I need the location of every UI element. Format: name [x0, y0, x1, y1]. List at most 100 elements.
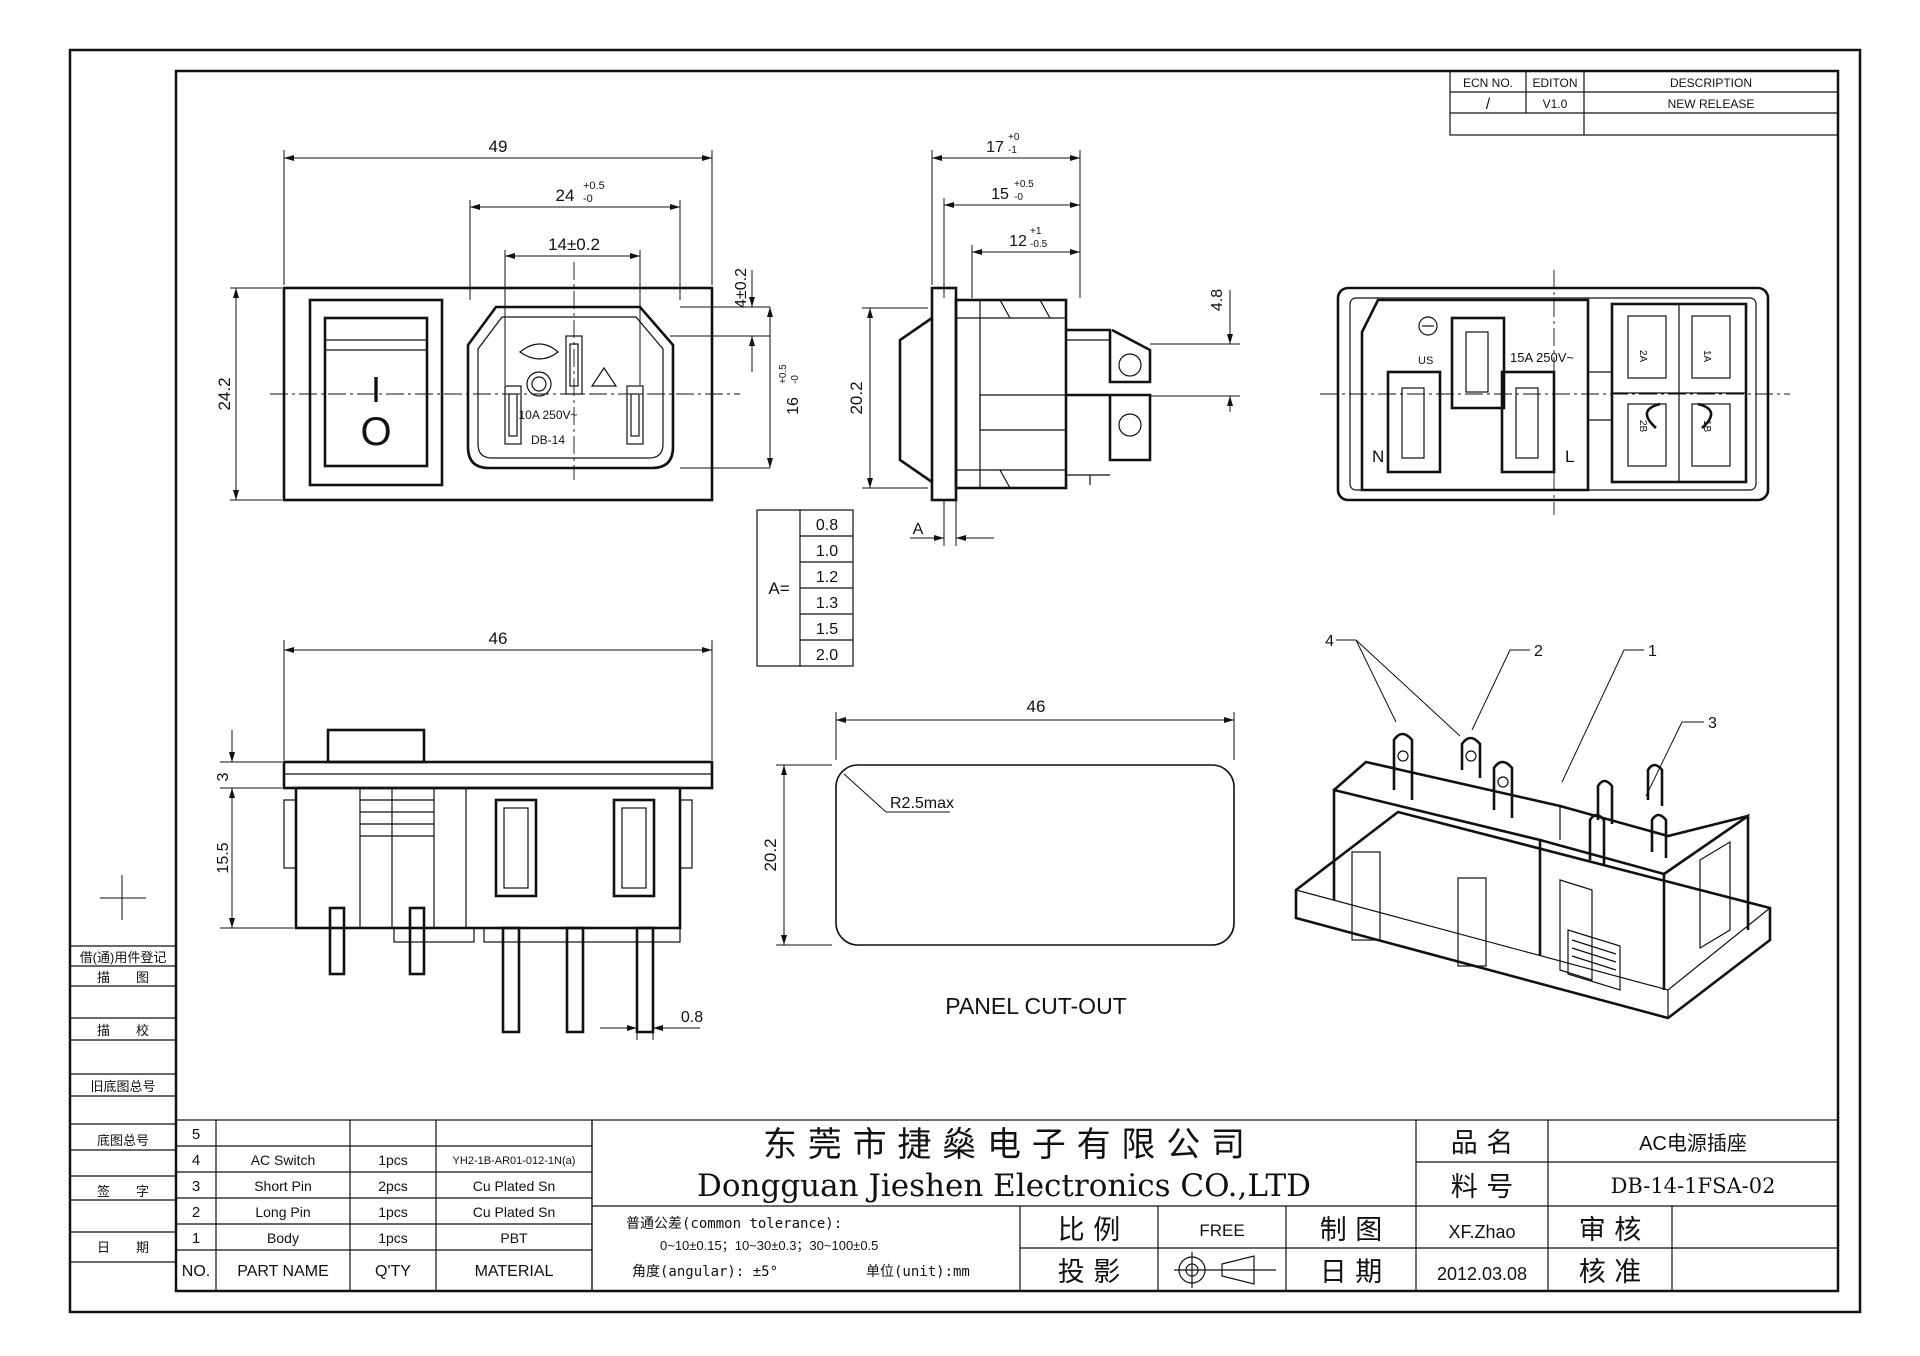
- left-strip: 借(通)用件登记 描 图 描 校 旧底图总号 底图总号 签 字 日 期: [70, 875, 176, 1263]
- front-view: I O 10A 250V~ DB-14: [270, 262, 740, 502]
- bottom-dim-3: 3: [215, 772, 232, 781]
- bom-row-material: Cu Plated Sn: [473, 1178, 556, 1194]
- title-block: 东 莞 市 捷 燊 电 子 有 限 公 司 Dongguan Jieshen E…: [591, 1119, 1839, 1292]
- dim-15-tol-up: +0.5: [1014, 179, 1034, 190]
- rev-ecn-value: /: [1486, 96, 1491, 113]
- rear-terminal-2b: 2B: [1637, 420, 1648, 433]
- front-view-dimensions: 49 24 +0.5 -0 14±0.2 24.2 4±0.2 16 +0.5 …: [215, 137, 802, 501]
- side-view: [898, 286, 1152, 502]
- strip-row: 签 字: [97, 1184, 149, 1199]
- callout-1: 1: [1648, 643, 1657, 660]
- projection-symbol-icon: [1174, 1252, 1276, 1288]
- cutout-radius: R2.5max: [890, 795, 954, 812]
- dim-a: A: [913, 521, 924, 538]
- bottom-dim-0-8: 0.8: [681, 1009, 703, 1026]
- rear-label-n: N: [1372, 447, 1384, 466]
- bom-row-no: 4: [192, 1152, 200, 1169]
- a-table-value: 2.0: [816, 647, 838, 664]
- sgs-mark-icon: [518, 343, 559, 360]
- switch-off-symbol: O: [360, 410, 391, 454]
- bottom-dim-15-5: 15.5: [215, 842, 232, 873]
- inner-border: [174, 69, 1840, 1293]
- dim-12: 12: [1009, 233, 1027, 250]
- rear-terminal-1a: 1A: [1701, 350, 1712, 363]
- side-terminal-lower: [1066, 393, 1152, 462]
- a-table-value: 1.5: [816, 621, 838, 638]
- rev-header-edition: EDITON: [1532, 76, 1577, 90]
- bom-row-name: AC Switch: [251, 1152, 316, 1168]
- rear-socket-outline: [1360, 298, 1590, 492]
- rev-header-description: DESCRIPTION: [1670, 76, 1752, 90]
- cutout-outline: [835, 764, 1235, 946]
- review-label: 审 核: [1579, 1215, 1642, 1246]
- bom-row-material: Cu Plated Sn: [473, 1204, 556, 1220]
- a-table: A= 0.8 1.0 1.2 1.3 1.5 2.0: [756, 509, 854, 667]
- date-value: 2012.03.08: [1437, 1264, 1527, 1284]
- earth-symbol-icon: [1418, 316, 1438, 336]
- dim-4-8: 4.8: [1209, 289, 1226, 311]
- rear-label-l: L: [1565, 447, 1574, 466]
- strip-row: 描 校: [97, 1023, 149, 1038]
- bom-row-no: 3: [192, 1178, 200, 1195]
- bom-row-no: 5: [192, 1126, 200, 1143]
- rear-n-terminal: [1386, 370, 1442, 474]
- bom-row-qty: 2pcs: [378, 1178, 408, 1194]
- cutout-dim-46: 46: [1027, 697, 1046, 716]
- dim-17-tol-down: -1: [1008, 145, 1017, 156]
- tolerance-line2: 0~10±0.15；10~30±0.3；30~100±0.5: [660, 1238, 878, 1254]
- switch-on-symbol: I: [371, 369, 381, 410]
- rear-ul-mark: US: [1418, 355, 1433, 367]
- drawn-label: 制 图: [1320, 1215, 1383, 1246]
- iso-bezel: [1294, 810, 1772, 1020]
- bom-row-material: YH2-1B-AR01-012-1N(a): [453, 1155, 576, 1167]
- strip-row: 旧底图总号: [90, 1079, 155, 1094]
- bom-row-qty: 1pcs: [378, 1230, 408, 1246]
- strip-row: 描 图: [97, 970, 149, 985]
- socket-left-slot: [504, 385, 522, 445]
- dim-24-2: 24.2: [215, 377, 234, 410]
- dim-17: 17: [986, 139, 1004, 156]
- bom-row-no: 1: [192, 1230, 200, 1247]
- dim-24-tol-up: +0.5: [583, 180, 605, 192]
- socket-rating: 10A 250V~: [518, 408, 577, 422]
- rear-terminal-2a: 2A: [1637, 350, 1648, 363]
- a-table-value: 1.2: [816, 569, 838, 586]
- scale-value: FREE: [1199, 1221, 1244, 1240]
- rear-l-terminal: [1500, 370, 1556, 474]
- iso-body: [1332, 788, 1750, 990]
- company-name-cn: 东 莞 市 捷 燊 电 子 有 限 公 司: [763, 1125, 1245, 1165]
- cutout-dim-20-2: 20.2: [761, 838, 780, 871]
- bom-header-no: NO.: [182, 1263, 210, 1280]
- callout-3: 4: [1325, 633, 1334, 650]
- dim-16-tol-up: +0.5: [778, 364, 789, 384]
- dim-15-tol-down: -0: [1014, 192, 1023, 203]
- revision-block: ECN NO. EDITON DESCRIPTION / V1.0 NEW RE…: [1449, 70, 1839, 136]
- bom-row-name: Short Pin: [254, 1178, 312, 1194]
- dim-49: 49: [489, 137, 508, 156]
- bom-row-qty: 1pcs: [378, 1204, 408, 1220]
- dim-20-2: 20.2: [847, 381, 866, 414]
- bom-row-material: PBT: [500, 1230, 528, 1246]
- strip-row: 日 期: [97, 1240, 149, 1255]
- ccc-mark-icon: [526, 371, 552, 397]
- product-name: AC电源插座: [1639, 1132, 1747, 1155]
- iso-view: 4 2 1 3: [1294, 633, 1772, 1020]
- side-view-dimensions: 17 +0 -1 15 +0.5 -0 12 +1 -0.5 4.8 20.2 …: [847, 132, 1240, 546]
- socket-right-slot: [626, 385, 644, 445]
- dim-17-tol-up: +0: [1008, 132, 1020, 143]
- a-table-value: 1.0: [816, 543, 838, 560]
- strip-row: 借(通)用件登记: [80, 950, 167, 965]
- pse-mark-icon: [590, 366, 618, 387]
- bom-row-name: Long Pin: [255, 1204, 310, 1220]
- dim-16: 16: [785, 397, 802, 415]
- side-terminal-upper: [1066, 328, 1152, 384]
- rear-e-terminal: [1450, 316, 1506, 410]
- dim-14: 14±0.2: [548, 235, 600, 254]
- unit: 单位(unit):mm: [866, 1264, 970, 1280]
- socket-outline: [466, 305, 675, 470]
- rear-view: US 15A 250V~ N L 2A 1A 2B 1B: [1320, 270, 1790, 515]
- projection-label: 投 影: [1058, 1257, 1121, 1288]
- company-name-en: Dongguan Jieshen Electronics CO.,LTD: [697, 1168, 1311, 1204]
- socket-model: DB-14: [531, 433, 565, 447]
- callout-4: 3: [1708, 715, 1717, 732]
